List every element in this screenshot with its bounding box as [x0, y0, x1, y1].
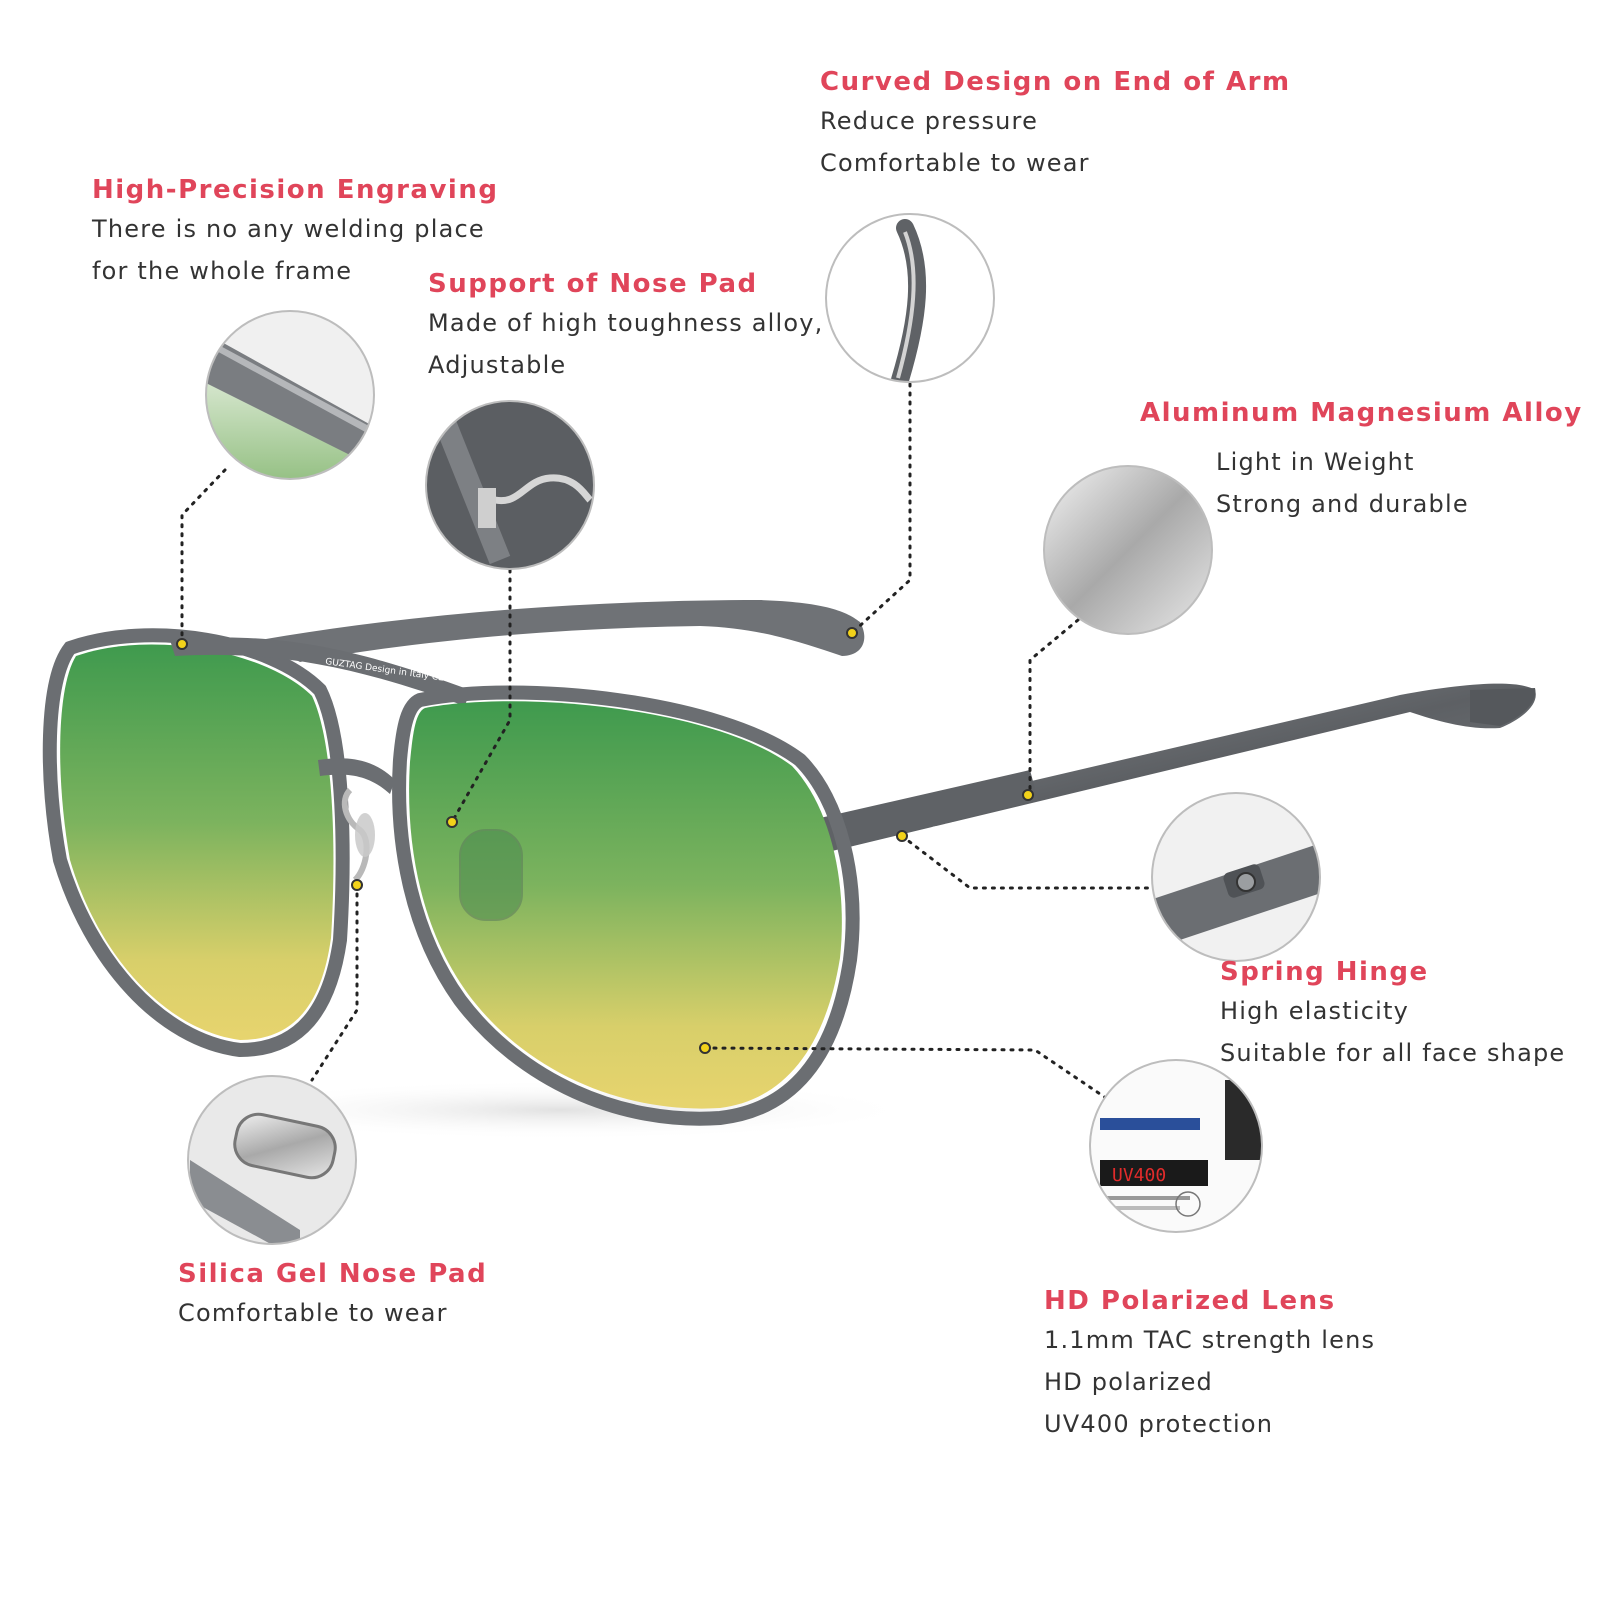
detail-curved-arm [825, 213, 995, 383]
detail-alloy [1043, 465, 1213, 635]
top-bridge [170, 637, 470, 706]
temple-tip-texture [1470, 688, 1536, 726]
callout-dots [176, 627, 1034, 1054]
nose-pad-left [355, 813, 375, 857]
callout-line-alloy [1028, 618, 1080, 797]
feature-line: for the whole frame [92, 257, 353, 285]
feature-line: HD polarized [1044, 1368, 1213, 1396]
feature-line: UV400 protection [1044, 1410, 1274, 1438]
hinge-block [820, 770, 1038, 852]
feature-title: Silica Gel Nose Pad [178, 1259, 488, 1289]
right-frame [392, 685, 860, 1126]
feature-hinge: Spring Hinge High elasticity Suitable fo… [1220, 954, 1565, 1074]
callout-line-polarized [703, 1046, 1108, 1100]
feature-silica: Silica Gel Nose Pad Comfortable to wear [178, 1256, 487, 1334]
feature-line: Strong and durable [1216, 490, 1469, 518]
callout-lines [180, 382, 1152, 1100]
feature-curved-arm: Curved Design on End of Arm Reduce press… [820, 64, 1291, 184]
detail-nose-support [425, 400, 595, 570]
callout-line-hinge [900, 834, 1152, 890]
feature-nose-support: Support of Nose Pad Made of high toughne… [428, 266, 823, 386]
feature-title: Aluminum Magnesium Alloy [1140, 398, 1583, 428]
dot-silica [351, 879, 363, 891]
callout-line-nose-support [450, 568, 512, 824]
dot-engraving [176, 638, 188, 650]
left-frame [42, 628, 350, 1058]
feature-line: Reduce pressure [820, 107, 1039, 135]
dot-curved-arm [846, 627, 858, 639]
feature-line: 1.1mm TAC strength lens [1044, 1326, 1376, 1354]
feature-line: Comfortable to wear [820, 149, 1090, 177]
dot-alloy [1022, 789, 1034, 801]
detail-hinge [1151, 792, 1321, 962]
feature-engraving: High-Precision Engraving There is no any… [92, 172, 498, 292]
feature-line: Made of high toughness alloy, [428, 309, 824, 337]
detail-engraving [205, 310, 375, 480]
back-temple-arm [260, 600, 865, 662]
dot-polarized [699, 1042, 711, 1054]
feature-line: Comfortable to wear [178, 1299, 448, 1327]
feature-line: Suitable for all face shape [1220, 1039, 1566, 1067]
tester-readout: UV400 [1112, 1165, 1166, 1186]
feature-title: Spring Hinge [1220, 957, 1429, 987]
feature-title: Curved Design on End of Arm [820, 67, 1291, 97]
feature-polarized: HD Polarized Lens 1.1mm TAC strength len… [1044, 1283, 1375, 1445]
left-lens [60, 644, 334, 1040]
feature-title: High-Precision Engraving [92, 175, 499, 205]
feature-line: High elasticity [1220, 997, 1409, 1025]
dot-hinge [896, 830, 908, 842]
feature-line: There is no any welding place [92, 215, 485, 243]
nose-bridge [318, 758, 395, 794]
detail-silica [187, 1075, 357, 1245]
callout-line-curved-arm [850, 382, 912, 635]
callout-line-engraving [180, 468, 227, 642]
nose-pad-right [459, 829, 523, 921]
dot-nose-support [446, 816, 458, 828]
feature-line: Adjustable [428, 351, 567, 379]
feature-line: Light in Weight [1216, 448, 1415, 476]
callout-line-silica [310, 883, 359, 1082]
detail-uv-tester: UV400 [1089, 1059, 1263, 1233]
feature-alloy: Aluminum Magnesium Alloy Light in Weight… [1140, 395, 1583, 525]
feature-title: Support of Nose Pad [428, 269, 758, 299]
right-lens [409, 701, 842, 1109]
feature-title: HD Polarized Lens [1044, 1286, 1336, 1316]
